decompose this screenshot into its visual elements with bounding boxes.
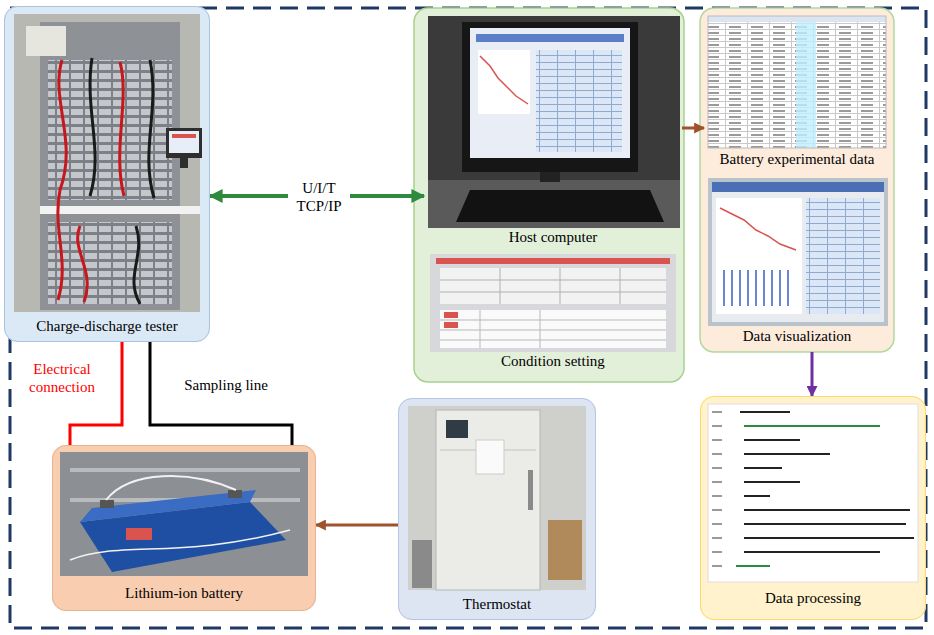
photo-panel: Condition setting xyxy=(424,252,682,374)
equipment-panel: Thermostat xyxy=(398,398,596,620)
flow-arrow xyxy=(811,352,814,396)
connector-label: U/I/T TCP/IP xyxy=(288,178,350,216)
condition-setting-photo xyxy=(430,254,676,352)
connector-label: Electrical connection xyxy=(8,360,116,396)
caption-text: Data visualization xyxy=(743,328,852,345)
caption-text: Data processing xyxy=(765,590,861,607)
photo-panel: Host computer xyxy=(424,14,682,248)
photo-panel: Battery experimental data xyxy=(704,12,890,172)
flow-arrow xyxy=(682,127,704,130)
equipment-panel: Charge-discharge tester xyxy=(4,6,210,342)
visualization-photo xyxy=(708,178,888,326)
caption-text: Battery experimental data xyxy=(720,151,875,168)
code-photo xyxy=(700,396,926,620)
group-panel xyxy=(700,8,894,352)
caption-text: Charge-discharge tester xyxy=(36,318,177,335)
host-computer-photo xyxy=(428,16,680,228)
caption-text: Thermostat xyxy=(463,596,531,613)
tester-photo xyxy=(4,6,210,342)
dashed-frame xyxy=(10,8,926,628)
thermostat-photo xyxy=(398,398,596,620)
photo-panel: Data visualization xyxy=(704,174,890,352)
caption-text: Condition setting xyxy=(501,353,605,370)
caption-text: Lithium-ion battery xyxy=(125,585,243,602)
flow-arrow xyxy=(316,524,398,527)
group-panel xyxy=(414,8,684,382)
sampling-wire xyxy=(150,342,292,445)
process-panel: Data processing xyxy=(700,396,926,620)
spreadsheet-photo xyxy=(708,16,886,148)
equipment-panel: Lithium-ion battery xyxy=(52,445,316,611)
battery-photo xyxy=(52,445,316,611)
connector-label: Sampling line xyxy=(160,376,292,394)
caption-text: Host computer xyxy=(509,229,598,246)
